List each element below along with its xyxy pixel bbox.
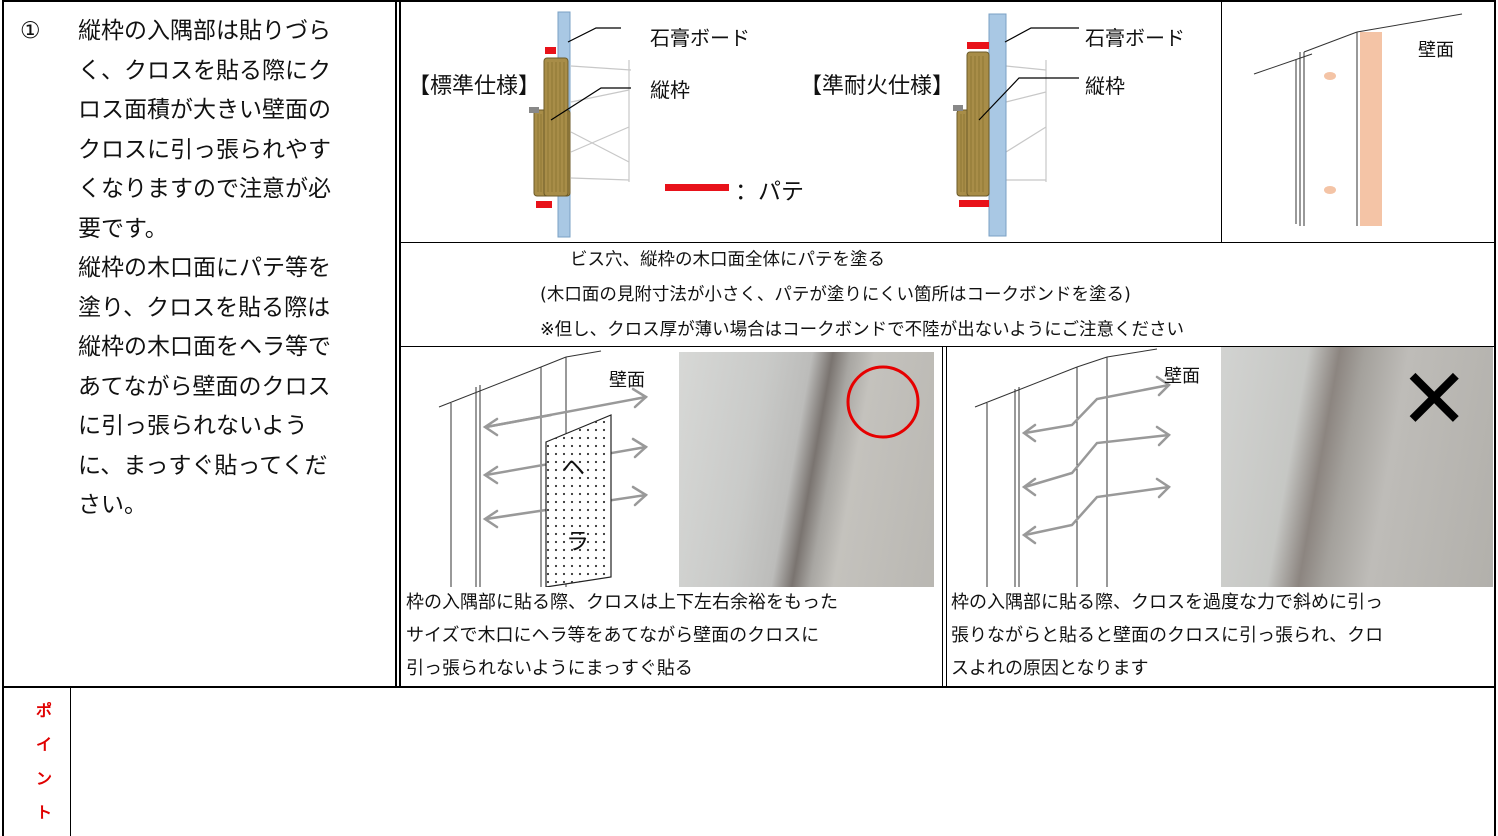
spatula-label-he: ヘ (562, 455, 585, 481)
row-divider-top (401, 242, 1494, 243)
caption-line: サイズで木口にヘラ等をあてながら壁面のクロスに (406, 625, 820, 646)
standard-section (529, 11, 632, 238)
fireproof-section (953, 13, 1079, 237)
desc-line: 縦枠の木口面をヘラ等で (78, 334, 331, 360)
caption-line: 引っ張られないようにまっすぐ貼る (406, 658, 693, 679)
desc-line: さい。 (78, 492, 147, 518)
wall-label-right: 壁面 (1164, 366, 1200, 387)
correct-method-sketch (438, 350, 649, 587)
border-right (1494, 0, 1496, 836)
correct-result-photo (679, 352, 934, 587)
point-char: ン (36, 769, 53, 788)
point-char: ポ (36, 701, 53, 720)
col-divider-mid-b (946, 346, 947, 686)
incorrect-caption: 枠の入隅部に貼る際、クロスを過度な力で斜めに引っ 張りながらと貼ると壁面のクロス… (951, 586, 1491, 685)
caption-line: 枠の入隅部に貼る際、クロスを過度な力で斜めに引っ (951, 592, 1383, 613)
standard-title: 【標準仕様】 (408, 74, 541, 99)
point-col-divider (70, 688, 71, 836)
putty-legend-label: ：パテ (735, 179, 804, 205)
point-char: イ (36, 735, 53, 754)
row-divider-bottom (2, 686, 1496, 688)
wall-corner-sketch (1253, 13, 1463, 226)
standard-board-label: 石膏ボード (650, 26, 750, 50)
col-divider-top (1221, 0, 1222, 242)
desc-line: に、まっすぐ貼ってくだ (78, 452, 328, 479)
divider-left-double-a (395, 0, 397, 686)
standard-frame-label: 縦枠 (650, 78, 690, 102)
wall-label-left: 壁面 (609, 370, 645, 391)
photo-overlay (846, 365, 920, 439)
wall-label-top: 壁面 (1418, 40, 1454, 61)
caption-line: スよれの原因となります (951, 658, 1149, 679)
desc-line: 縦枠の木口面にパテ等を (78, 255, 331, 281)
desc-line: クロスに引っ張られやす (78, 136, 331, 163)
point-char: ト (36, 803, 53, 822)
instruction-line-3: ※但し、クロス厚が薄い場合はコークボンドで不陸が出ないようにご注意ください (540, 320, 1184, 340)
caption-line: 枠の入隅部に貼る際、クロスは上下左右余裕をもった (406, 592, 838, 613)
desc-line: に引っ張られないよう (78, 413, 308, 439)
row-divider-mid (401, 346, 1494, 347)
putty-legend-swatch (665, 184, 729, 191)
wood-frame (533, 57, 571, 197)
item-number: ① (20, 18, 41, 44)
desc-line: く、クロスを貼る際にク (78, 57, 331, 84)
correct-caption: 枠の入隅部に貼る際、クロスは上下左右余裕をもった サイズで木口にヘラ等をあてなが… (406, 586, 942, 685)
desc-line: 要です。 (78, 215, 168, 242)
frame-section-diagram (529, 11, 1079, 238)
fireproof-frame-label: 縦枠 (1085, 74, 1125, 98)
incorrect-result-photo: ✕ (1221, 347, 1493, 587)
desc-line: あてながら壁面のクロス (78, 373, 331, 400)
desc-line: 塗り、クロスを貼る際は (78, 294, 331, 321)
spatula-label-ra: ラ (566, 529, 589, 555)
x-mark: ✕ (1399, 350, 1470, 448)
fireproof-title: 【準耐火仕様】 (800, 74, 955, 99)
border-top (2, 0, 1496, 2)
caption-line: 張りながらと貼ると壁面のクロスに引っ張られ、クロ (951, 625, 1384, 646)
desc-line: ロス面積が大きい壁面の (78, 97, 331, 123)
col-divider-mid-a (942, 346, 943, 686)
instruction-line-2: (木口面の見附寸法が小さく、パテが塗りにくい箇所はコークボンドを塗る) (540, 285, 1131, 305)
fireproof-board-label: 石膏ボード (1085, 26, 1185, 50)
left-description: ① 縦枠の入隅部は貼りづら く、クロスを貼る際にク ロス面積が大きい壁面の クロ… (20, 12, 390, 526)
divider-left-double-b (399, 0, 401, 686)
instruction-line-1: ビス穴、縦枠の木口面全体にパテを塗る (570, 250, 885, 270)
desc-line: 縦枠の入隅部は貼りづら (78, 18, 331, 44)
incorrect-method-sketch (974, 348, 1171, 587)
point-label: ポ イ ン ト (36, 694, 53, 830)
border-left (2, 0, 4, 836)
desc-line: くなりますので注意が必 (78, 176, 331, 202)
